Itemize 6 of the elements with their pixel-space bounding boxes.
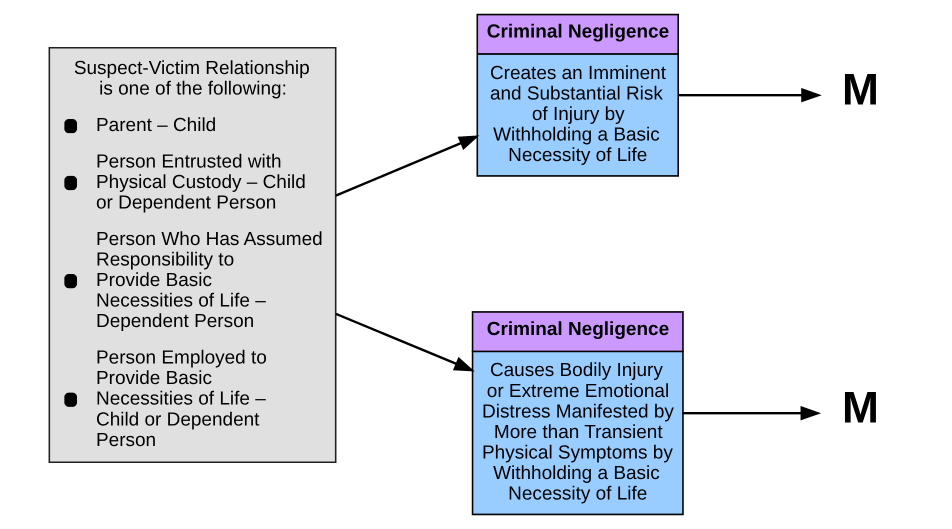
arrow	[335, 135, 479, 197]
arrow	[682, 406, 821, 420]
arrow	[677, 88, 822, 102]
arrow	[335, 312, 474, 372]
node-text: M	[841, 384, 878, 433]
node-text: M	[841, 66, 878, 115]
